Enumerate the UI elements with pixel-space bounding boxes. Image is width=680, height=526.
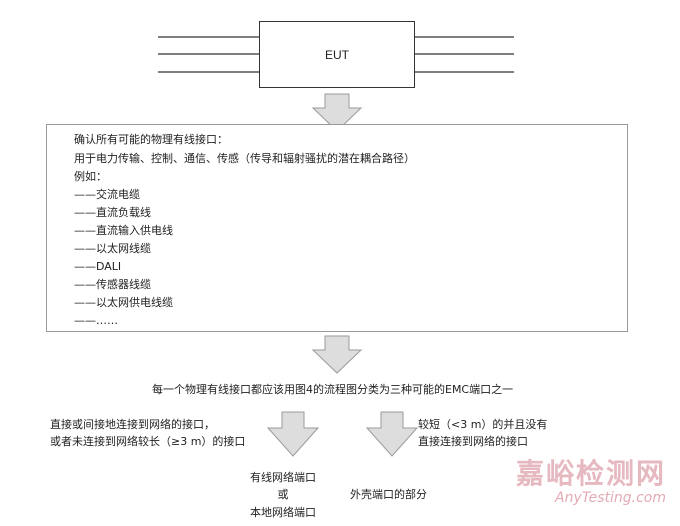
- arrow-down-icon: [311, 93, 363, 132]
- arrow-down-icon: [266, 411, 320, 457]
- watermark-en: AnyTesting.com: [555, 490, 666, 506]
- list-item: ——以太网供电线缆: [74, 296, 173, 309]
- list-item: ——……: [74, 314, 118, 327]
- list-item: ——直流输入供电线: [74, 224, 173, 237]
- left-branch-line2: 或者未连接到网络较长（≥3 m）的接口: [50, 435, 246, 448]
- ports-box-purpose: 用于电力传输、控制、通信、传感（传导和辐射骚扰的潜在耦合路径）: [74, 152, 415, 165]
- list-item: ——传感器线缆: [74, 278, 151, 291]
- arrow-down-icon: [311, 335, 363, 374]
- left-branch-line1: 直接或间接地连接到网络的接口，: [50, 418, 215, 431]
- eut-box: EUT: [259, 21, 415, 88]
- arrow-down-icon: [365, 411, 419, 457]
- left-result-line1: 有线网络端口: [250, 471, 316, 484]
- classification-text: 每一个物理有线接口都应该用图4的流程图分类为三种可能的EMC端口之一: [152, 383, 514, 396]
- right-branch-line1: 较短（<3 m）的并且没有: [418, 418, 548, 431]
- list-item: ——交流电缆: [74, 188, 140, 201]
- left-result-line3: 本地网络端口: [250, 506, 316, 519]
- right-result: 外壳端口的部分: [350, 488, 427, 501]
- watermark: 嘉峪检测网 AnyTesting.com: [515, 457, 666, 507]
- ports-box-example-heading: 例如：: [74, 170, 107, 183]
- wired-ports-box: [46, 124, 628, 332]
- left-result-line2: 或: [277, 488, 289, 501]
- eut-label: EUT: [325, 47, 349, 62]
- watermark-cn: 嘉峪检测网: [515, 457, 666, 490]
- ports-box-title: 确认所有可能的物理有线接口：: [74, 133, 228, 146]
- list-item: ——直流负载线: [74, 206, 151, 219]
- list-item: ——以太网线缆: [74, 242, 151, 255]
- right-branch-line2: 直接连接到网络的接口: [418, 435, 528, 448]
- list-item: ——DALI: [74, 260, 122, 273]
